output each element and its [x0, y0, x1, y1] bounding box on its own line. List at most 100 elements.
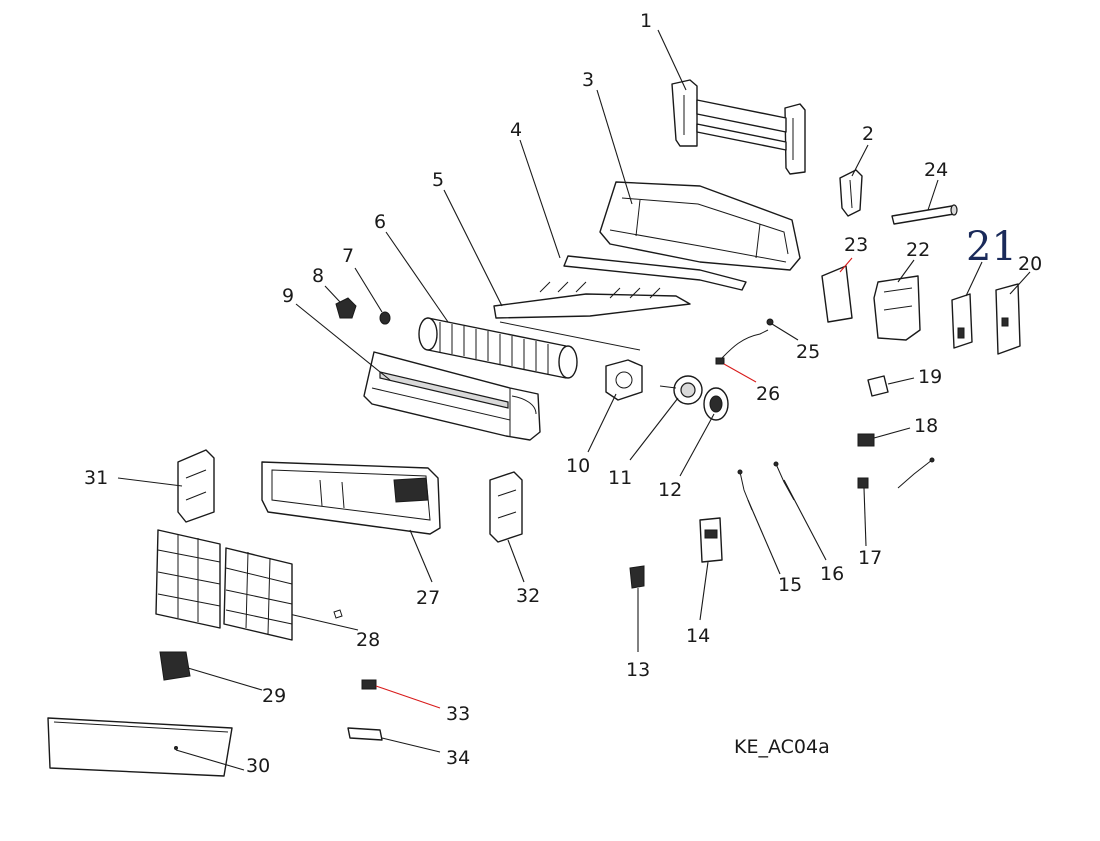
part-5-louver-blades — [493, 281, 691, 351]
callout-30: 30 — [246, 755, 270, 777]
callout-27: 27 — [416, 587, 440, 609]
part-23-electrical-cover — [821, 265, 853, 323]
leader-15 — [747, 499, 781, 575]
part-13-sensor — [629, 565, 645, 600]
leader-19 — [887, 377, 915, 385]
callout-14: 14 — [686, 625, 710, 647]
part-3-chassis — [599, 181, 801, 271]
callout-2: 2 — [862, 123, 874, 145]
leader-11 — [629, 397, 679, 461]
diagram-code-label: KE_AC04a — [734, 736, 830, 758]
leader-20 — [1009, 271, 1031, 295]
leader-31 — [117, 477, 183, 487]
leader-3 — [596, 89, 633, 205]
callout-23: 23 — [844, 234, 868, 256]
part-25-screw — [766, 318, 774, 326]
callout-5: 5 — [432, 169, 444, 191]
callout-6: 6 — [374, 211, 386, 233]
leader-27 — [409, 529, 433, 583]
part-16-sensor-wire — [773, 461, 795, 501]
leader-24 — [927, 179, 939, 211]
part-17-connector — [857, 457, 935, 489]
leader-26 — [723, 363, 757, 383]
callout-22: 22 — [906, 239, 930, 261]
part-28-clip — [333, 609, 343, 619]
callout-33: 33 — [446, 703, 470, 725]
callout-25: 25 — [796, 341, 820, 363]
part-10-motor-bracket — [605, 359, 643, 401]
leader-17 — [863, 487, 867, 547]
callout-18: 18 — [914, 415, 938, 437]
part-20-cover — [995, 283, 1021, 355]
part-27-front-frame — [261, 461, 441, 535]
part-4-louver-strip — [563, 255, 747, 291]
callout-17: 17 — [858, 547, 882, 569]
callout-12: 12 — [658, 479, 682, 501]
leader-2 — [851, 144, 869, 177]
callout-8: 8 — [312, 265, 324, 287]
callout-28: 28 — [356, 629, 380, 651]
callout-10: 10 — [566, 455, 590, 477]
part-6-crossflow-fan — [418, 317, 578, 379]
leader-18 — [873, 427, 911, 439]
callout-15: 15 — [778, 574, 802, 596]
callout-21: 21 — [966, 224, 1017, 270]
part-18-terminal — [857, 433, 875, 447]
part-19-clip — [867, 375, 889, 397]
part-33-connector — [361, 679, 377, 690]
callout-7: 7 — [342, 245, 354, 267]
part-8-bearing-holder — [335, 297, 357, 319]
part-2-bracket — [839, 169, 863, 217]
callout-24: 24 — [924, 159, 948, 181]
callout-9: 9 — [282, 285, 294, 307]
part-12-motor-cover — [703, 387, 729, 421]
leader-21 — [965, 261, 983, 297]
part-34-bar — [347, 727, 383, 741]
part-22-control-box — [873, 275, 921, 341]
leader-29 — [187, 667, 263, 691]
leader-25 — [771, 323, 799, 341]
callout-26: 26 — [756, 383, 780, 405]
leader-5 — [443, 189, 503, 307]
callout-3: 3 — [582, 69, 594, 91]
part-21-pcb — [951, 293, 973, 349]
callout-4: 4 — [510, 119, 522, 141]
leader-8 — [324, 285, 341, 303]
leader-4 — [519, 139, 561, 259]
leader-10 — [587, 393, 617, 453]
leader-14 — [699, 561, 709, 621]
part-26-wire-harness — [715, 329, 769, 365]
leader-33 — [375, 685, 441, 709]
leader-22 — [897, 259, 915, 283]
callout-16: 16 — [820, 563, 844, 585]
callout-20: 20 — [1018, 253, 1042, 275]
callout-29: 29 — [262, 685, 286, 707]
leader-12 — [679, 413, 715, 477]
part-28-air-filters — [155, 529, 293, 641]
callout-32: 32 — [516, 585, 540, 607]
leader-23 — [839, 257, 853, 273]
callout-11: 11 — [608, 467, 632, 489]
leader-7 — [354, 267, 383, 313]
part-7-bearing — [379, 311, 391, 325]
leader-1 — [657, 29, 687, 91]
part-31-side-cover-left — [177, 449, 215, 523]
part-29-filter-accessory — [159, 651, 191, 681]
part-1-mounting-plate — [671, 79, 806, 175]
part-14-display-board — [699, 517, 723, 563]
leader-30 — [175, 749, 245, 771]
part-11-fan-motor — [659, 375, 703, 405]
part-24-drain-fitting — [891, 204, 958, 225]
callout-19: 19 — [918, 366, 942, 388]
part-32-side-cover-right — [489, 471, 523, 543]
callout-34: 34 — [446, 747, 470, 769]
leader-34 — [381, 737, 441, 753]
callout-31: 31 — [84, 467, 108, 489]
callout-13: 13 — [626, 659, 650, 681]
leader-32 — [507, 539, 525, 583]
callout-1: 1 — [640, 10, 652, 32]
part-30-front-panel — [47, 717, 233, 777]
part-9-evaporator — [363, 351, 541, 441]
leader-6 — [385, 231, 449, 323]
